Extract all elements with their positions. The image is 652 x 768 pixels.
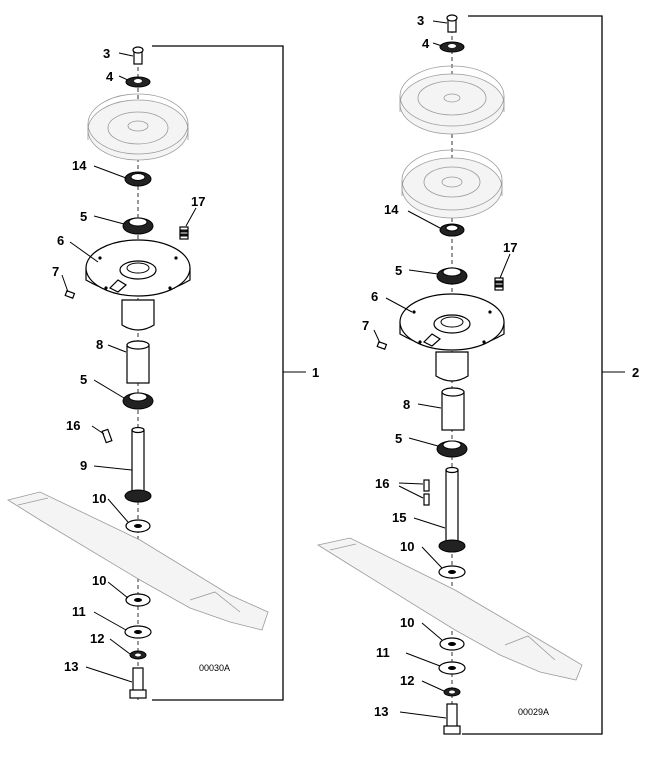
left-part-10-washer-upper bbox=[125, 519, 151, 533]
left-callout-7: 7 bbox=[52, 264, 59, 279]
right-callout-3: 3 bbox=[417, 13, 424, 28]
right-callout-11: 11 bbox=[376, 645, 390, 660]
right-part-3-bolt bbox=[446, 14, 458, 33]
right-leader-lines bbox=[373, 20, 511, 719]
right-part-17-grease-fitting bbox=[494, 277, 504, 291]
right-callout-13: 13 bbox=[374, 704, 388, 719]
right-part-10-washer-lower bbox=[439, 637, 465, 651]
left-part-9-shaft bbox=[124, 426, 152, 503]
right-callout-5-lower: 5 bbox=[395, 431, 402, 446]
left-callout-9: 9 bbox=[80, 458, 87, 473]
right-pulley-upper bbox=[399, 65, 505, 135]
right-assembly-bracket bbox=[462, 15, 603, 735]
left-part-16-key bbox=[101, 428, 113, 444]
right-part-16-keys bbox=[423, 479, 430, 506]
left-callout-10-upper: 10 bbox=[92, 491, 106, 506]
left-callout-14: 14 bbox=[72, 158, 87, 173]
left-part-17-grease-fitting bbox=[179, 226, 189, 240]
right-spindle-assembly bbox=[316, 14, 625, 735]
right-callout-5: 5 bbox=[395, 263, 402, 278]
right-part-11-washer bbox=[438, 661, 466, 675]
left-mower-blade bbox=[6, 491, 269, 631]
left-spindle-assembly bbox=[6, 45, 306, 701]
right-part-5-bearing-lower bbox=[436, 440, 468, 458]
left-callout-17: 17 bbox=[191, 194, 205, 209]
left-callout-6: 6 bbox=[57, 233, 64, 248]
right-part-7-fitting bbox=[376, 340, 388, 350]
right-callout-14: 14 bbox=[384, 202, 399, 217]
left-part-6-spindle-housing bbox=[85, 239, 191, 331]
left-drawing-code: 00030A bbox=[199, 663, 230, 673]
right-callout-16: 16 bbox=[375, 476, 389, 491]
right-part-5-bearing-upper bbox=[436, 267, 468, 285]
right-callout-6: 6 bbox=[371, 289, 378, 304]
left-part-5-bearing-lower bbox=[122, 392, 154, 410]
right-part-8-spacer-tube bbox=[441, 387, 465, 431]
right-part-10-washer-upper bbox=[438, 565, 466, 579]
left-callout-4: 4 bbox=[106, 69, 114, 84]
right-callout-8: 8 bbox=[403, 397, 410, 412]
right-drawing-code: 00029A bbox=[518, 707, 549, 717]
left-part-5-bearing-upper bbox=[122, 217, 154, 235]
right-callout-10-upper: 10 bbox=[400, 539, 414, 554]
left-part-4-washer bbox=[125, 76, 151, 88]
right-part-14-spacer bbox=[439, 223, 465, 237]
right-part-6-spindle-housing bbox=[399, 293, 505, 382]
right-callout-10-lower: 10 bbox=[400, 615, 414, 630]
left-callout-11: 11 bbox=[72, 604, 86, 619]
left-callout-8: 8 bbox=[96, 337, 103, 352]
right-callout-labels: 3 4 14 17 5 6 7 8 5 16 15 10 10 11 12 13… bbox=[362, 13, 639, 719]
left-leader-lines bbox=[61, 52, 197, 683]
right-pulley-lower bbox=[401, 149, 503, 219]
right-part-4-washer bbox=[439, 41, 465, 53]
right-assembly-number: 2 bbox=[632, 365, 639, 380]
left-part-12-lock-washer bbox=[129, 650, 147, 660]
left-part-11-washer bbox=[124, 625, 152, 639]
left-callout-13: 13 bbox=[64, 659, 78, 674]
left-pulley bbox=[87, 93, 189, 161]
left-assembly-bracket bbox=[152, 45, 284, 701]
right-callout-12: 12 bbox=[400, 673, 414, 688]
left-callout-12: 12 bbox=[90, 631, 104, 646]
right-part-12-lock-washer bbox=[443, 687, 461, 697]
right-mower-blade bbox=[316, 537, 583, 681]
left-assembly-number: 1 bbox=[312, 365, 319, 380]
left-callout-3: 3 bbox=[103, 46, 110, 61]
left-part-8-spacer-tube bbox=[126, 340, 150, 384]
left-callout-labels: 3 4 14 5 17 6 7 8 5 16 9 10 10 11 12 13 … bbox=[52, 46, 319, 674]
left-part-10-washer-lower bbox=[125, 593, 151, 607]
left-part-13-bolt bbox=[129, 667, 147, 699]
right-callout-17: 17 bbox=[503, 240, 517, 255]
right-part-15-shaft bbox=[438, 466, 466, 553]
left-part-14-spacer bbox=[124, 171, 152, 187]
right-callout-7: 7 bbox=[362, 318, 369, 333]
right-callout-15: 15 bbox=[392, 510, 406, 525]
left-part-7-fitting bbox=[64, 289, 76, 299]
left-part-3-bolt bbox=[132, 46, 144, 65]
left-callout-5-lower: 5 bbox=[80, 372, 87, 387]
left-callout-10-lower: 10 bbox=[92, 573, 106, 588]
left-callout-16: 16 bbox=[66, 418, 80, 433]
right-callout-4: 4 bbox=[422, 36, 430, 51]
left-callout-5: 5 bbox=[80, 209, 87, 224]
right-part-13-bolt bbox=[443, 703, 461, 735]
